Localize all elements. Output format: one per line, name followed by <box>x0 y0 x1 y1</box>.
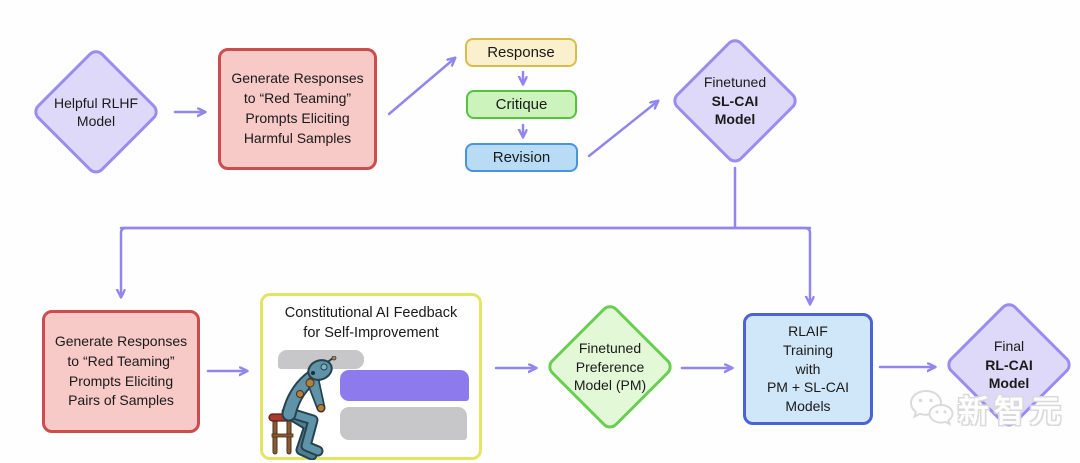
node-label: Generate Responses to “Red Teaming” Prom… <box>231 70 364 146</box>
watermark-text: 新智元 <box>958 394 1066 429</box>
chat-bubble-purple <box>340 370 469 401</box>
card-response: Response <box>465 38 577 67</box>
arrow-genharmful-to-response <box>387 58 455 116</box>
card-label: Response <box>487 44 555 61</box>
node-generate-harmful-samples: Generate Responses to “Red Teaming” Prom… <box>218 48 377 170</box>
robot-arm <box>305 375 326 413</box>
node-generate-pairs-of-samples: Generate Responses to “Red Teaming” Prom… <box>42 310 200 433</box>
arrow-revision-to-slcai <box>587 101 658 158</box>
robot-front-leg <box>281 406 324 457</box>
node-label: Helpful RLHF Model <box>53 94 139 129</box>
node-label: Finetuned Preference Model (PM) <box>573 340 647 394</box>
node-label: RLAIF Training with PM + SL-CAI Models <box>766 322 850 415</box>
node-rlaif-training: RLAIF Training with PM + SL-CAI Models <box>743 313 873 425</box>
card-label: Critique <box>495 96 548 113</box>
card-revision: Revision <box>465 143 578 172</box>
connector-to-genpairs <box>121 226 812 297</box>
node-constitutional-ai-feedback: Constitutional AI Feedback for Self-Impr… <box>260 293 482 460</box>
card-label: Revision <box>492 149 551 166</box>
thinker-robot-illustration <box>268 356 337 460</box>
watermark: 新智元 <box>908 386 1066 431</box>
cai-feedback-title: Constitutional AI Feedback for Self-Impr… <box>284 305 458 341</box>
robot-head <box>307 356 337 381</box>
node-label: Generate Responses to “Red Teaming” Prom… <box>54 332 188 409</box>
card-critique: Critique <box>466 90 577 119</box>
node-helpful-rlhf-model: Helpful RLHF Model <box>33 49 159 175</box>
chat-bubble-gray-bottom <box>340 407 467 440</box>
wechat-logo-icon <box>909 389 954 426</box>
node-finetuned-preference-model: Finetuned Preference Model (PM) <box>547 304 673 430</box>
connector-to-rlaif <box>119 226 810 304</box>
